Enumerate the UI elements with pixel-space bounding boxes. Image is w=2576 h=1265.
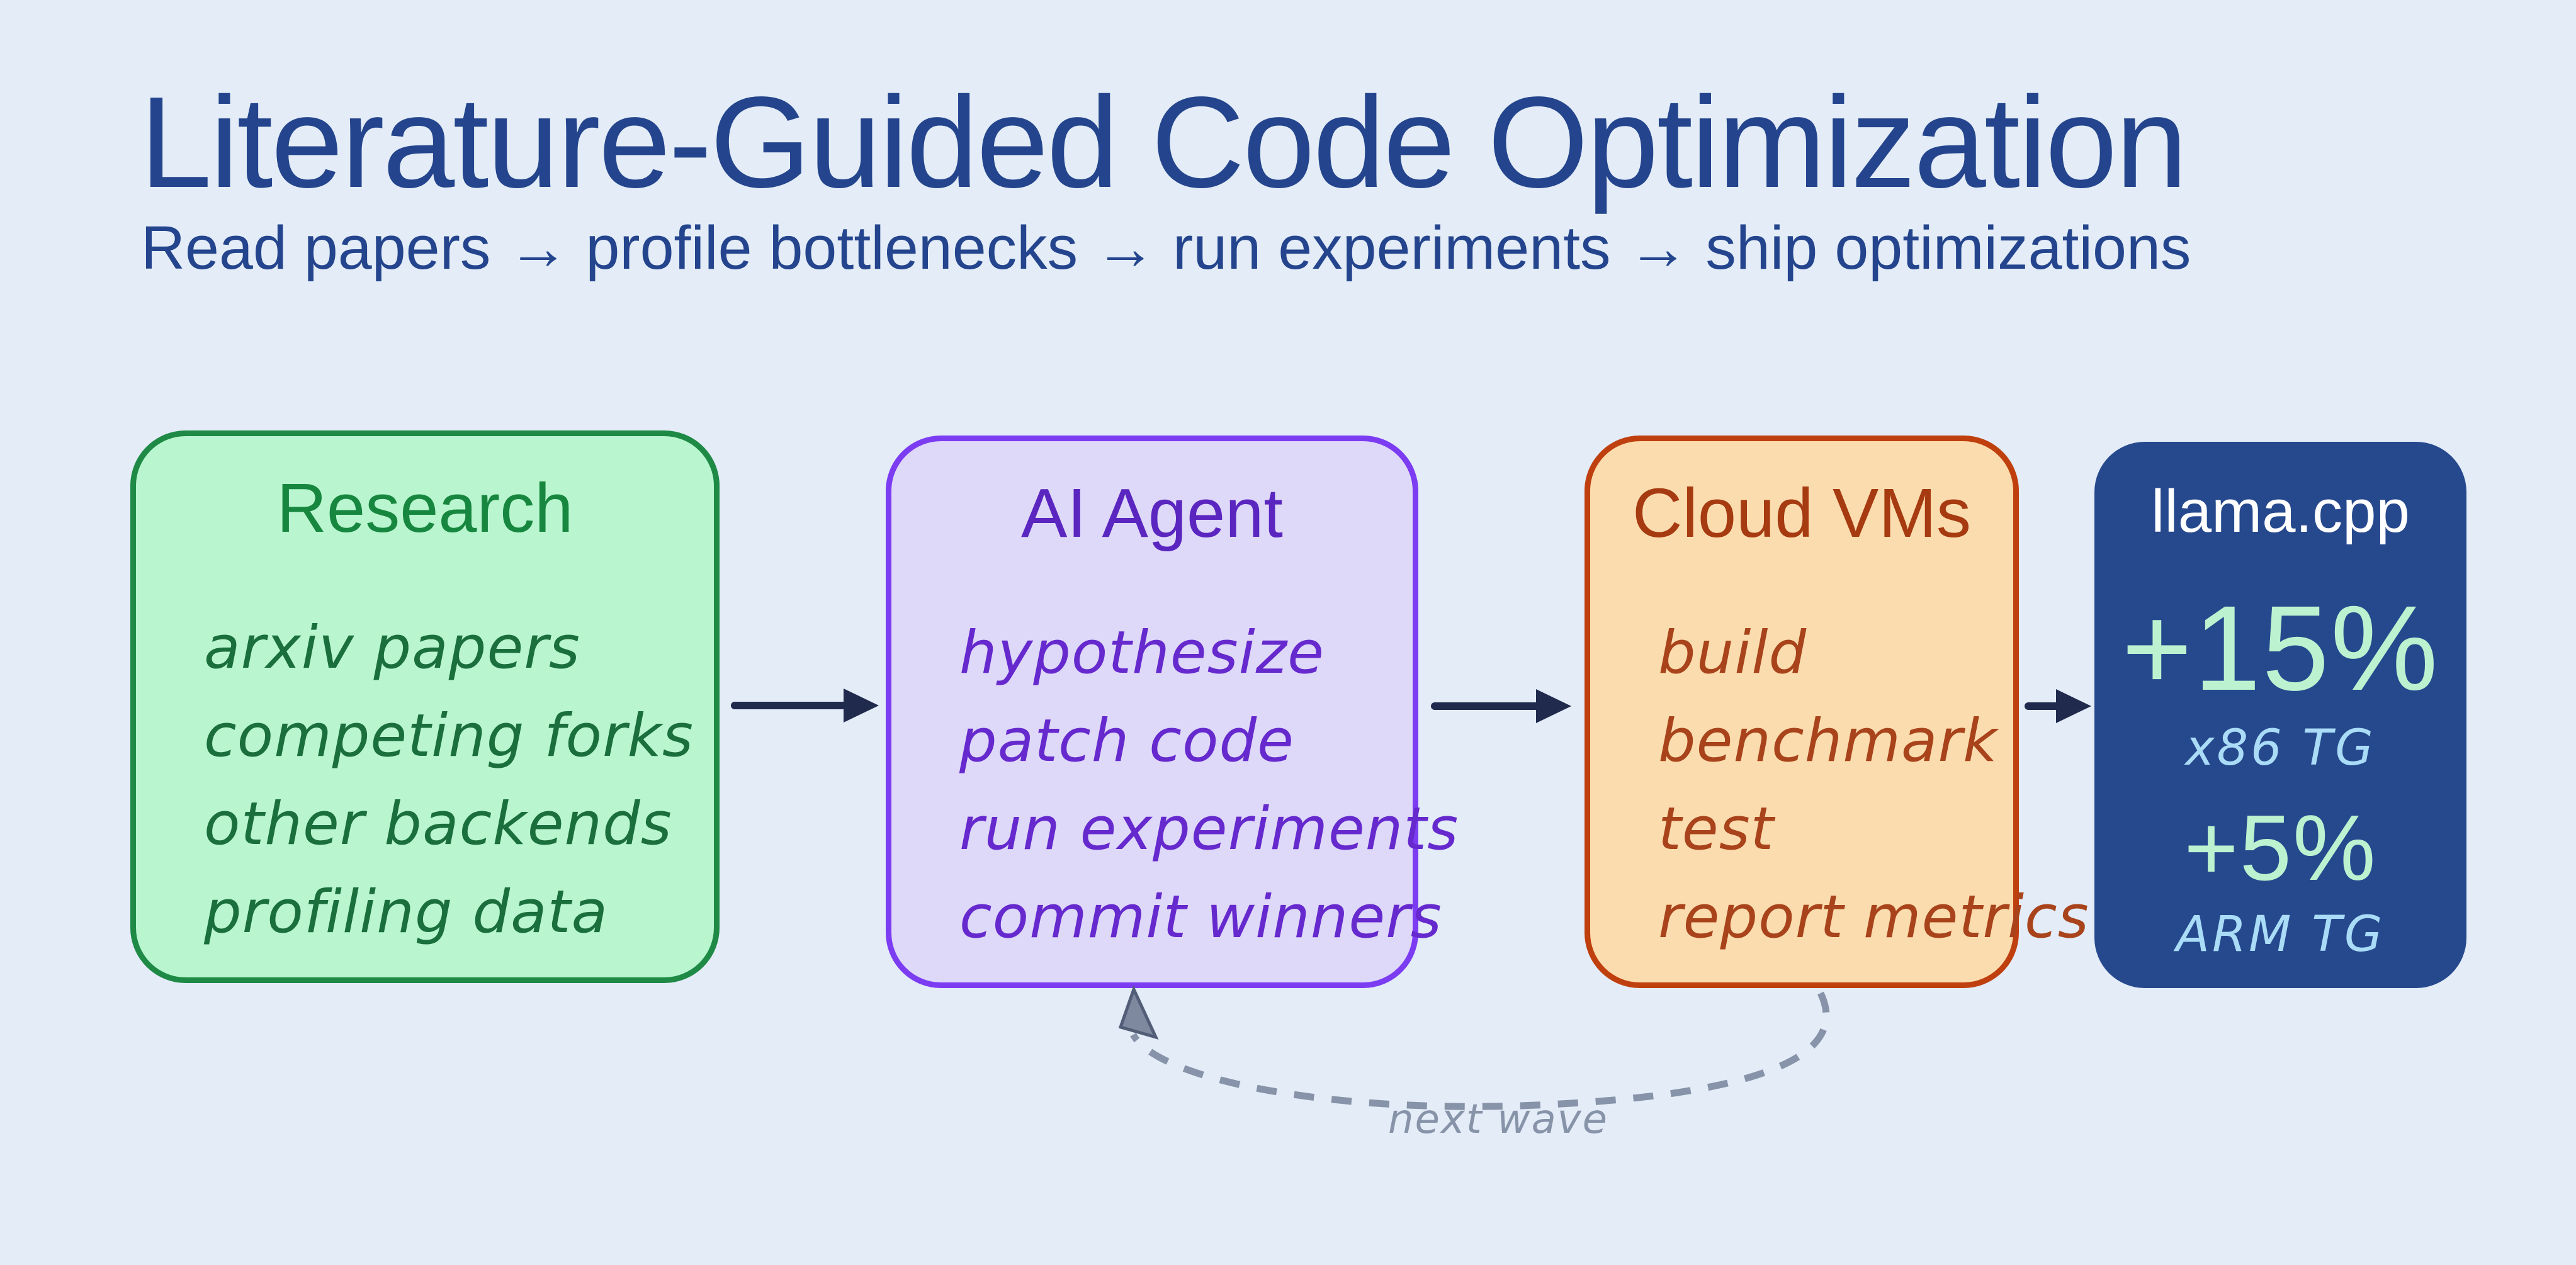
feedback-label: next wave: [1387, 1096, 1609, 1143]
arrow-agent-to-vms: [1431, 689, 1571, 723]
list-item: benchmark: [1658, 706, 1998, 775]
box-llama-cpp: llama.cpp +15% x86 TG +5% ARM TG: [2094, 442, 2466, 988]
arrow-research-to-agent: [731, 689, 879, 722]
box-cloud-vms-items: build benchmark test report metrics: [1590, 609, 2089, 962]
list-item: report metrics: [1658, 882, 2089, 952]
list-item: profiling data: [204, 877, 609, 947]
list-item: other backends: [204, 789, 672, 858]
metric-x86-value: +15%: [2121, 580, 2439, 716]
list-item: hypothesize: [959, 618, 1325, 687]
box-llama-cpp-title: llama.cpp: [2151, 478, 2410, 545]
page-subtitle: Read papers → profile bottlenecks → run …: [141, 213, 2191, 282]
list-item: patch code: [959, 706, 1294, 775]
list-item: commit winners: [959, 882, 1442, 952]
box-ai-agent: AI Agent hypothesize patch code run expe…: [886, 436, 1459, 988]
feedback-arrow-next-wave: [1118, 985, 1830, 1110]
list-item: arxiv papers: [204, 613, 580, 682]
list-item: build: [1658, 618, 1807, 687]
list-item: test: [1658, 794, 1775, 863]
box-ai-agent-title: AI Agent: [1021, 475, 1283, 552]
box-cloud-vms-title: Cloud VMs: [1632, 475, 1971, 552]
box-research-title: Research: [276, 469, 573, 547]
list-item: run experiments: [959, 794, 1459, 863]
box-ai-agent-items: hypothesize patch code run experiments c…: [891, 609, 1459, 962]
box-research: Research arxiv papers competing forks ot…: [130, 430, 720, 983]
box-research-items: arxiv papers competing forks other backe…: [136, 604, 714, 957]
list-item: competing forks: [204, 701, 694, 770]
box-cloud-vms: Cloud VMs build benchmark test report me…: [1585, 436, 2089, 988]
metric-x86-label: x86 TG: [2185, 719, 2376, 777]
metric-arm-value: +5%: [2184, 796, 2377, 900]
page-title: Literature-Guided Code Optimization: [140, 70, 2188, 215]
arrow-vms-to-llama: [2025, 689, 2091, 723]
metric-arm-label: ARM TG: [2176, 906, 2385, 963]
